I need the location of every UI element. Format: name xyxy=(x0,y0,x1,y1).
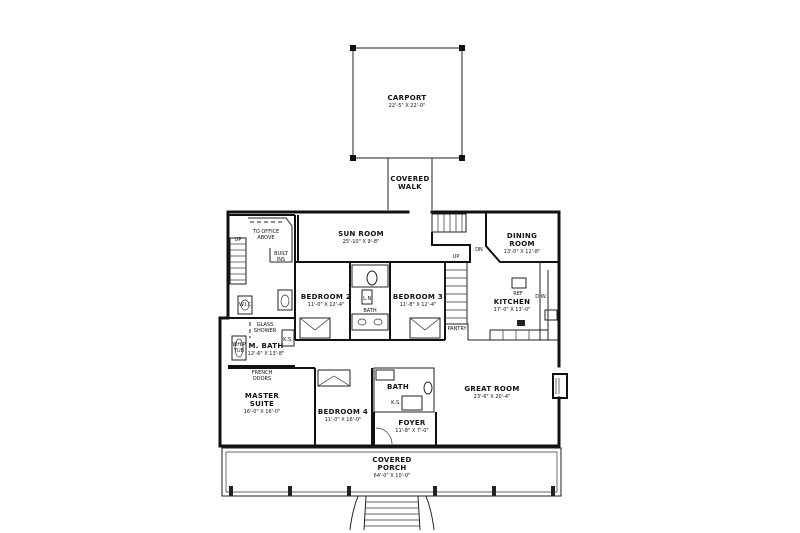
glass-shower-label-1: GLASS xyxy=(257,322,274,328)
great-room-dims: 23'-6" X 20'-4" xyxy=(474,394,511,400)
room-labels: SUN ROOM 25'-10" X 9'-8" DINING ROOM 13'… xyxy=(244,230,541,479)
up-center-label: UP xyxy=(453,254,460,260)
to-office-label-1: TO OFFICE xyxy=(252,229,279,235)
whip-tub-label-2: TUB xyxy=(233,348,245,354)
interior-walls xyxy=(228,212,559,446)
ks-lower-label: K.S. xyxy=(391,400,401,406)
carport-dims: 22'-5" X 22'-0" xyxy=(389,103,426,109)
covered-porch-name-1: COVERED xyxy=(372,456,411,464)
lin-label: L.N. xyxy=(363,296,373,302)
bedroom-2-dims: 11'-0" X 12'-4" xyxy=(308,302,345,308)
sun-room-name: SUN ROOM xyxy=(338,230,384,238)
up-left-label: UP xyxy=(235,237,242,243)
covered-walk-name-2: WALK xyxy=(398,183,422,191)
bath-center-label: BATH xyxy=(363,308,377,314)
bedroom-3-name: BEDROOM 3 xyxy=(393,293,443,301)
great-room-name: GREAT ROOM xyxy=(464,385,519,393)
covered-porch-name-2: PORCH xyxy=(378,464,407,472)
glass-shower-label-2: SHOWER xyxy=(254,328,277,334)
ks-label: K.S. xyxy=(283,337,293,343)
carport: CARPORT 22'-5" X 22'-0" xyxy=(350,45,465,161)
carport-name: CARPORT xyxy=(388,94,427,102)
master-suite-dims: 16'-0" X 16'-0" xyxy=(244,409,281,415)
covered-porch xyxy=(221,447,562,531)
ref-label: REF xyxy=(513,291,523,297)
covered-walk: COVERED WALK xyxy=(387,158,433,210)
to-office-label-2: ABOVE xyxy=(257,235,274,241)
built-ins-label-2: INS xyxy=(277,257,285,263)
bedroom-3-dims: 11'-8" X 12'-4" xyxy=(400,302,437,308)
dining-room-dims: 13'-0" X 12'-8" xyxy=(504,249,541,255)
whip-tub-label-1: WHIP xyxy=(232,342,245,348)
sun-room-dims: 25'-10" X 9'-8" xyxy=(343,239,380,245)
dw-label: D.W. xyxy=(535,294,547,300)
kitchen-dims: 17'-0" X 13'-0" xyxy=(494,307,531,313)
french-doors-label-1: FRENCH xyxy=(252,370,273,376)
covered-porch-dims: 64'-0" X 10'-0" xyxy=(374,473,411,479)
annotations: TO OFFICE ABOVE BUILT INS UP UP DN W.I.C… xyxy=(232,229,547,406)
french-doors-label-2: DOORS xyxy=(253,376,271,382)
foyer-name: FOYER xyxy=(398,419,426,427)
dining-room-name-2: ROOM xyxy=(509,240,534,248)
dining-room-name-1: DINING xyxy=(507,232,537,240)
master-suite-name-1: MASTER xyxy=(245,392,279,400)
m-bath-name: M. BATH xyxy=(248,342,283,350)
built-ins-label-1: BUILT xyxy=(274,251,289,257)
kitchen-name: KITCHEN xyxy=(494,298,531,306)
bedroom-4-name: BEDROOM 4 xyxy=(318,408,368,416)
bedroom-2-name: BEDROOM 2 xyxy=(301,293,351,301)
master-suite-name-2: SUITE xyxy=(250,400,274,408)
pantry-label: PANTRY xyxy=(447,326,467,332)
dn-label: DN xyxy=(475,247,483,253)
bath-lower-label: BATH xyxy=(387,383,409,391)
covered-walk-name-1: COVERED xyxy=(390,175,429,183)
bedroom-4-dims: 11'-0" X 16'-0" xyxy=(325,417,362,423)
foyer-dims: 11'-8" X 7'-0" xyxy=(395,428,428,434)
wic-label: W.I.C. xyxy=(239,302,254,308)
m-bath-dims: 12'-6" X 13'-8" xyxy=(248,351,285,357)
